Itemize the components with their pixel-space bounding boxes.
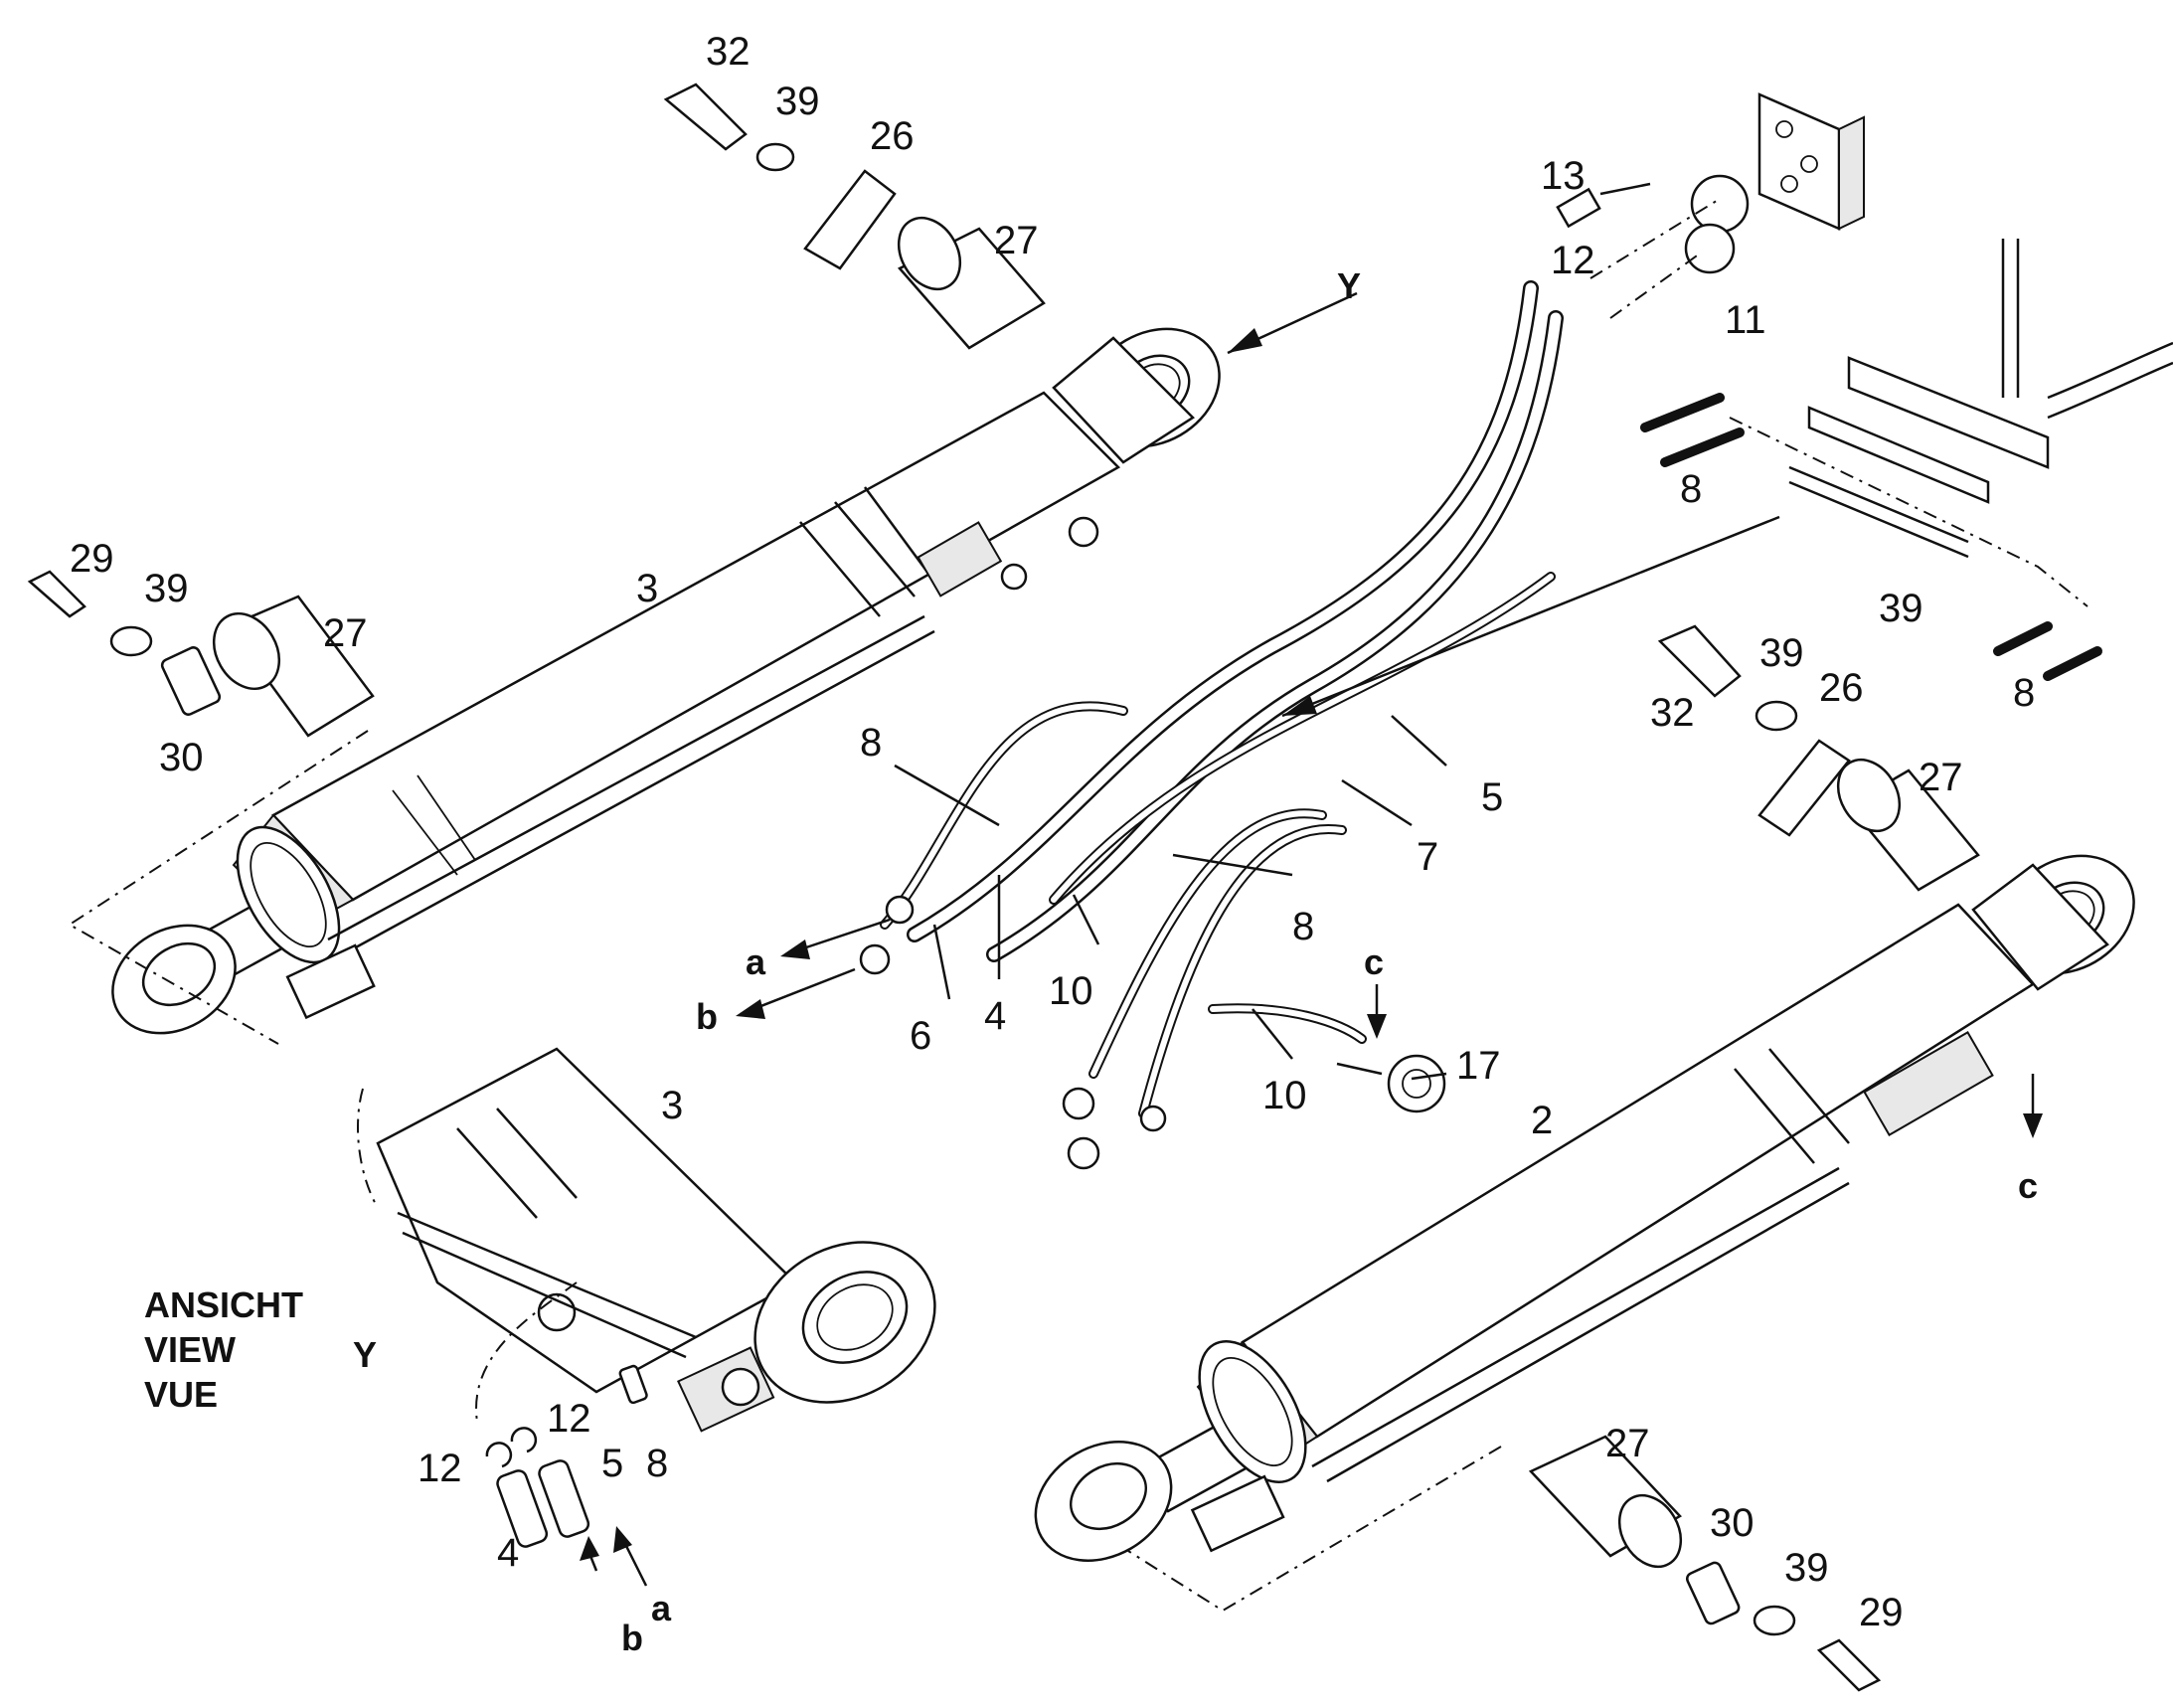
view-title-ansicht: ANSICHT <box>144 1284 303 1325</box>
callout-26-right: 26 <box>1819 666 1864 710</box>
leader-lines <box>580 182 2043 1587</box>
callout-3-upper: 3 <box>636 567 658 610</box>
callout-10-lower: 10 <box>1262 1074 1307 1117</box>
flow-letter-b-view: b <box>621 1618 643 1658</box>
callout-30-bottom: 30 <box>1710 1501 1755 1545</box>
callout-13: 13 <box>1541 154 1586 198</box>
callout-5-hose: 5 <box>1481 775 1503 819</box>
callout-27-left: 27 <box>323 611 368 655</box>
callout-39-right: 39 <box>1879 587 1923 630</box>
callout-4-view: 4 <box>497 1531 519 1575</box>
cylinder-upper-left <box>111 327 1221 1035</box>
callout-8-view: 8 <box>646 1442 668 1485</box>
callout-27-top: 27 <box>994 219 1039 262</box>
callout-39-left: 39 <box>144 567 189 610</box>
valve-block <box>1556 92 1865 319</box>
callout-8-right: 8 <box>2013 671 2035 715</box>
flow-letter-a-view: a <box>651 1588 672 1628</box>
callout-12-view-b: 12 <box>418 1447 462 1490</box>
callout-7-hose: 7 <box>1417 835 1438 879</box>
callout-39-top: 39 <box>775 80 820 123</box>
cylinder-lower-right <box>1034 854 2135 1562</box>
hose-bundle <box>859 280 1564 1170</box>
flow-letter-b: b <box>696 996 718 1037</box>
callout-32-top: 32 <box>706 30 751 74</box>
callout-27-right: 27 <box>1919 756 1963 799</box>
callout-10-hose: 10 <box>1049 969 1093 1013</box>
callout-17: 17 <box>1456 1044 1501 1088</box>
callout-27-bottom: 27 <box>1605 1422 1650 1465</box>
flow-letter-a: a <box>746 941 766 982</box>
callout-26-top: 26 <box>870 114 915 158</box>
callout-39-bottom: 39 <box>1784 1546 1829 1590</box>
view-title-view: VIEW <box>144 1329 236 1370</box>
callout-39-mid: 39 <box>1759 631 1804 675</box>
flow-letter-c-right: c <box>2018 1165 2038 1206</box>
callout-11: 11 <box>1725 298 1766 342</box>
callout-4-hose: 4 <box>984 994 1006 1038</box>
view-marker-y: Y <box>1337 265 1361 306</box>
callout-labels: 32 39 26 27 Y 13 12 11 8 39 8 29 39 27 3… <box>70 30 2038 1658</box>
pipe-bracket <box>1640 239 2173 681</box>
callout-29-left: 29 <box>70 537 114 581</box>
callout-8-hose-left: 8 <box>860 721 882 765</box>
callout-5-view: 5 <box>601 1442 623 1485</box>
callout-3-lower: 3 <box>661 1084 683 1127</box>
callout-2: 2 <box>1531 1099 1553 1142</box>
callout-8-hose-mid: 8 <box>1292 905 1314 948</box>
callout-8-valve: 8 <box>1680 467 1702 511</box>
callout-12-view-a: 12 <box>547 1397 591 1441</box>
loose-parts <box>27 83 1980 1692</box>
callout-30-left: 30 <box>159 736 204 779</box>
flow-letter-c-top: c <box>1364 941 1384 982</box>
view-title-vue: VUE <box>144 1374 218 1415</box>
callout-6-hose: 6 <box>910 1014 931 1058</box>
callout-29-bottom: 29 <box>1859 1591 1904 1634</box>
callout-12-top: 12 <box>1551 239 1595 282</box>
view-title-letter: Y <box>353 1334 377 1375</box>
callout-32-right: 32 <box>1650 691 1695 735</box>
